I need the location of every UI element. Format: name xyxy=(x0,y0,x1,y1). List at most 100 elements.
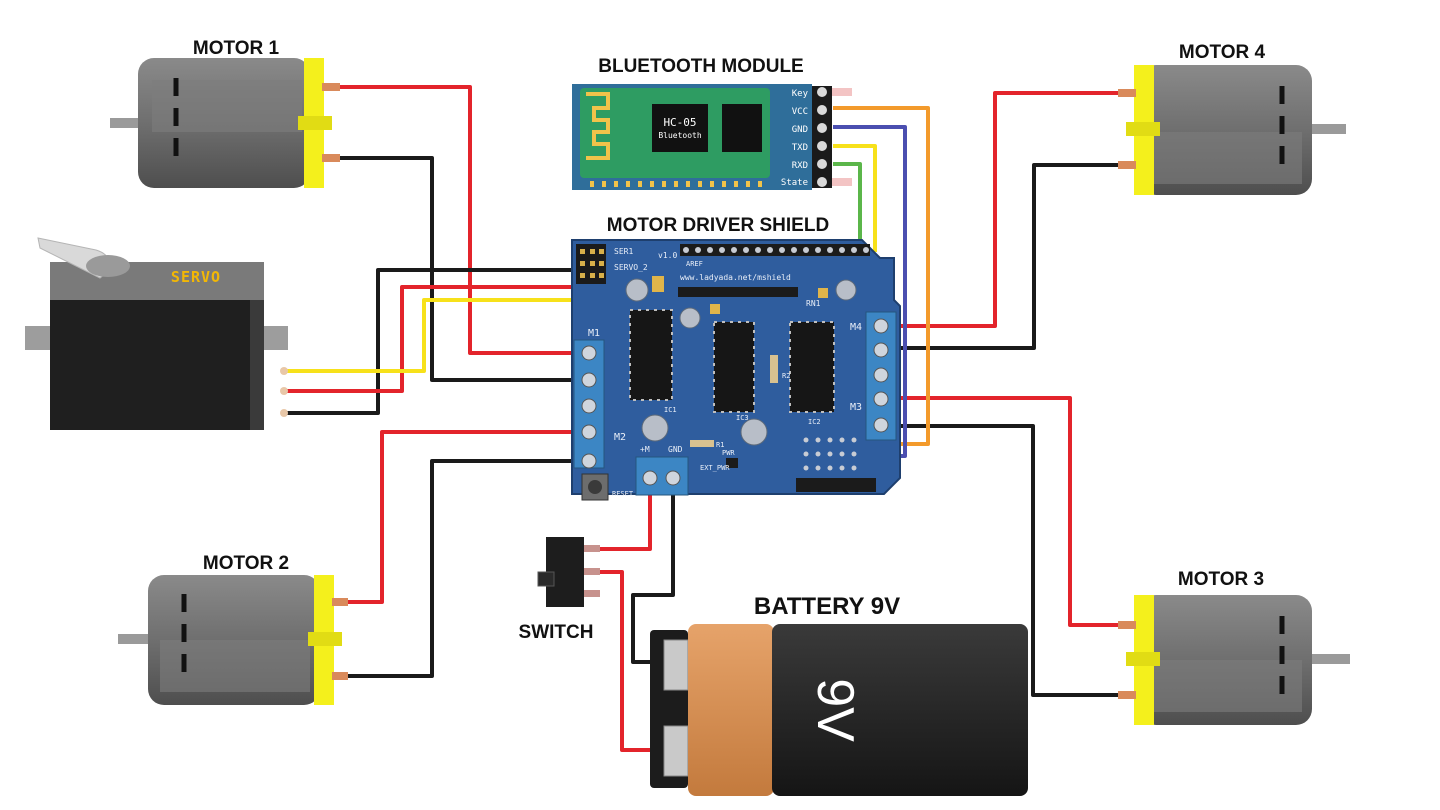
bt-chip-sublabel: Bluetooth xyxy=(658,131,702,140)
bt-chip-secondary xyxy=(722,104,762,152)
shield-ext-label: EXT_PWR xyxy=(700,464,730,472)
switch-label: SWITCH xyxy=(519,622,594,643)
servo-body xyxy=(50,300,250,430)
shield-r1-label: R1 xyxy=(716,441,724,449)
switch-slider[interactable] xyxy=(537,571,555,587)
shield-digital-pin-holes xyxy=(683,247,869,253)
shield-power-header xyxy=(726,458,876,492)
shield-analog-pins xyxy=(803,437,857,471)
shield-ic2-label: IC2 xyxy=(808,418,821,426)
shield-rn1-label: RN1 xyxy=(806,299,821,308)
bt-pin-vcc: VCC xyxy=(792,107,808,117)
bt-pin-txd: TXD xyxy=(792,143,808,153)
shield-servo2-label: SERVO_2 xyxy=(614,263,648,272)
wire-servo-yellow xyxy=(285,298,600,373)
servo-lead-ends xyxy=(280,367,288,417)
battery-terminal-top xyxy=(663,639,689,691)
wire-servo-black xyxy=(285,268,588,415)
motor1-terminal-top xyxy=(322,83,340,91)
shield-terminal-m3-m4 xyxy=(865,311,897,441)
motor3-terminal-top xyxy=(1118,621,1136,629)
wire-motor4-black xyxy=(888,163,1126,350)
motor3-terminal-bottom xyxy=(1118,691,1136,699)
wire-motor3-black xyxy=(888,424,1126,697)
battery-black-body xyxy=(772,624,1028,796)
wire-switch-red xyxy=(600,570,660,752)
servo-label: SERVO xyxy=(171,268,221,286)
wire-bt-txd-yellow xyxy=(833,144,877,252)
wire-bt-rxd-green xyxy=(833,162,862,252)
shield-m2-label: M2 xyxy=(614,432,626,443)
shield-r2-label: R2 xyxy=(782,372,790,380)
bt-pin-gnd: GND xyxy=(792,125,808,135)
motor2-terminal-bottom xyxy=(332,672,348,680)
bt-pin-state: State xyxy=(781,178,808,188)
shield-gnd-label: GND xyxy=(668,445,683,454)
motor4-terminal-bottom xyxy=(1118,161,1136,169)
wire-motor4-red xyxy=(888,91,1126,328)
motor4-shaft xyxy=(1300,124,1346,134)
bt-pin-key: Key xyxy=(792,89,809,99)
motor2-label: MOTOR 2 xyxy=(203,553,289,574)
motor2-terminal-top xyxy=(332,598,348,606)
motor4-endcap-tab xyxy=(1126,122,1160,136)
shield-url: www.ladyada.net/mshield xyxy=(680,273,791,282)
shield-ic3-label: IC3 xyxy=(736,414,749,422)
shield-m3-label: M3 xyxy=(850,402,862,413)
shield-r1 xyxy=(690,440,714,447)
servo-output-gear xyxy=(86,255,130,277)
motor-driver-shield: MOTOR DRIVER SHIELD AREF v1.0 www.ladyad… xyxy=(571,215,901,501)
motor3-inset xyxy=(1152,660,1302,712)
motor1-shaft xyxy=(110,118,142,128)
shield-label: MOTOR DRIVER SHIELD xyxy=(607,215,829,236)
wire-motor2-black xyxy=(345,459,578,678)
battery-label: BATTERY 9V xyxy=(754,593,900,620)
motor3-label: MOTOR 3 xyxy=(1178,569,1264,590)
motor4-label: MOTOR 4 xyxy=(1179,42,1266,63)
servo: SERVO xyxy=(25,237,288,430)
wire-servo-red xyxy=(285,285,588,393)
wire-power-black xyxy=(631,490,675,664)
bt-pin-rxd: RXD xyxy=(792,161,808,171)
motor3-shaft xyxy=(1304,654,1350,664)
shield-servo1-label: SER1 xyxy=(614,247,633,256)
bluetooth-module: BLUETOOTH MODULE HC-05 Bluetooth Key VCC… xyxy=(572,56,852,190)
shield-r2 xyxy=(770,355,778,383)
motor2-shaft xyxy=(118,634,152,644)
motor-3: MOTOR 3 xyxy=(1118,569,1350,725)
motor1-endcap-tab xyxy=(298,116,332,130)
shield-pwr-label: PWR xyxy=(722,449,735,457)
bt-pin-labels: Key VCC GND TXD RXD State xyxy=(781,89,809,188)
shield-rn1 xyxy=(678,287,798,297)
motor-2: MOTOR 2 xyxy=(118,553,348,705)
shield-terminal-m1-m2 xyxy=(573,339,605,469)
wire-motor2-red xyxy=(345,430,578,604)
shield-reset-cap xyxy=(588,480,602,494)
battery-terminal-bottom xyxy=(663,725,689,777)
shield-capacitors xyxy=(625,276,857,446)
shield-digital-header xyxy=(680,244,870,256)
shield-version: v1.0 xyxy=(658,251,677,260)
shield-reset-label: RESET xyxy=(612,490,634,498)
shield-servo-header xyxy=(576,244,606,284)
motor1-terminal-bottom xyxy=(322,154,340,162)
battery-face-label: 9V xyxy=(806,678,864,742)
bt-chip-label: HC-05 xyxy=(663,116,696,129)
motor3-endcap-tab xyxy=(1126,652,1160,666)
shield-ext-power-terminal xyxy=(635,456,689,496)
bt-edge-ticks xyxy=(590,181,762,187)
wire-motor1-red xyxy=(338,85,578,355)
wire-power-red xyxy=(600,490,652,551)
switch-pin-2 xyxy=(584,568,600,575)
motor-4: MOTOR 4 xyxy=(1118,42,1346,195)
switch-pin-3 xyxy=(584,590,600,597)
motor4-inset xyxy=(1152,132,1302,184)
motor2-endcap-tab xyxy=(308,632,342,646)
battery-copper-top xyxy=(688,624,774,796)
switch[interactable]: SWITCH xyxy=(519,537,600,643)
motor1-label: MOTOR 1 xyxy=(193,38,280,59)
shield-ic1-label: IC1 xyxy=(664,406,677,414)
switch-pin-1 xyxy=(584,545,600,552)
wire-motor3-red xyxy=(888,396,1126,627)
battery-9v: BATTERY 9V 9V xyxy=(650,593,1028,796)
